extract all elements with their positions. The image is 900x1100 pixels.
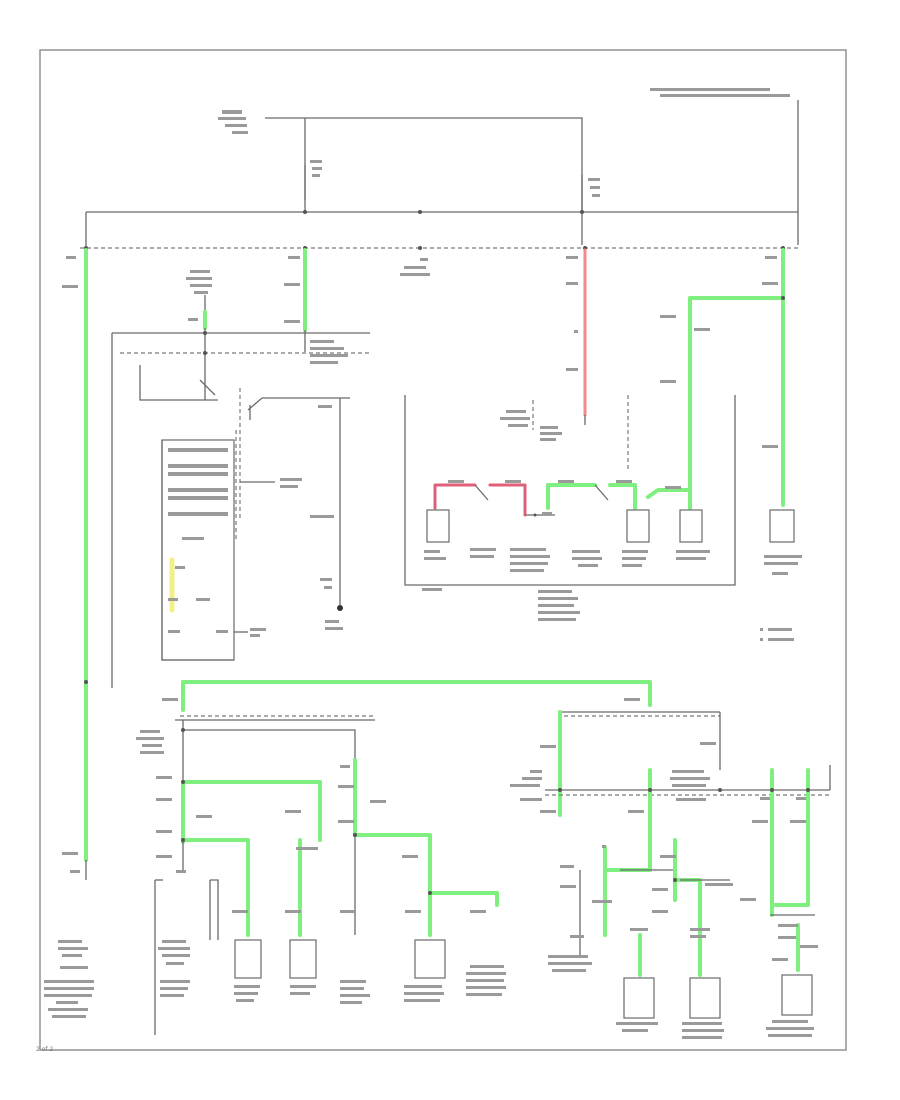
hvac-control-unit [289,939,317,979]
meter-ground [247,397,350,630]
page-number: 2 of 2 [36,1046,53,1053]
fuse-2 [626,509,650,543]
diagram-frame [39,49,847,1051]
top-feed-wires [80,100,800,249]
lower-left-components [44,879,506,1018]
ignition-right-wire [284,248,348,364]
ground-symbol [337,605,343,611]
relay-wiring [433,296,785,517]
bus-junctions [84,210,785,250]
right-relay-branch [660,248,802,575]
body-control-module [623,977,655,1019]
engine-control-module [689,977,721,1019]
fuse-1 [426,509,450,543]
fuse-3 [679,509,703,543]
relay-components [422,509,710,621]
bus-labels [66,256,777,276]
power-window-master-switch [234,939,262,979]
lower-right-group [510,710,831,977]
data-link-connector [781,974,813,1016]
left-ground-wire [62,248,88,880]
relay-box-outline [404,395,736,586]
combination-meter [161,388,302,661]
lower-right-components [548,955,814,1039]
ignition-switch-section [111,270,370,688]
abs-modulator [414,939,446,979]
top-feed-labels [218,88,790,197]
red-power-feed [500,248,587,441]
lower-green-bus [162,680,652,712]
legend [760,628,794,641]
lower-left-group [136,715,499,1035]
relay-right [769,509,795,543]
